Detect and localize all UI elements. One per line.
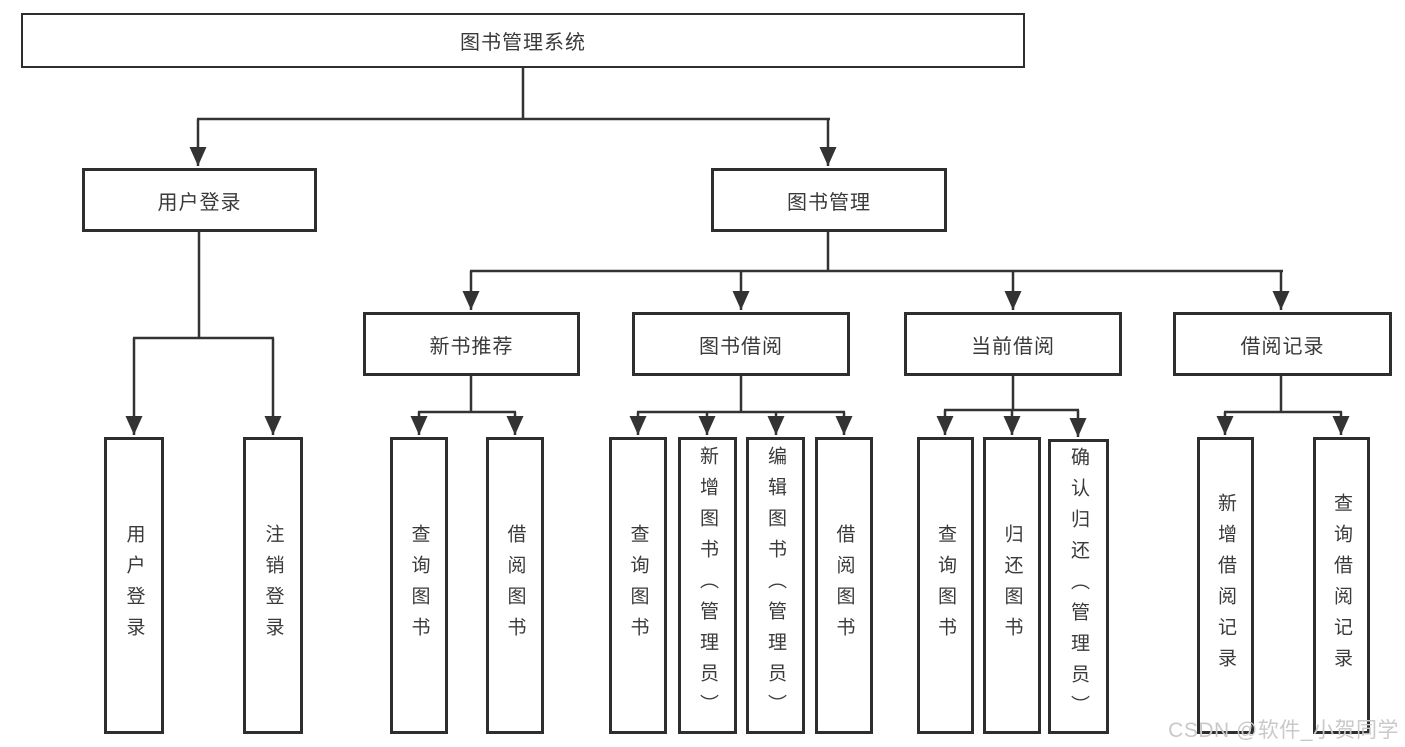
node-label: 新增图书（管理员） <box>697 446 718 725</box>
connector-root-to-level2 <box>189 66 837 166</box>
node-label: 图书管理 <box>787 191 871 214</box>
leaf-borrow-books: 借阅图书 <box>815 437 873 734</box>
node-label: 注销登录 <box>262 523 284 648</box>
node-label: 当前借阅 <box>971 335 1055 358</box>
node-label: 借阅图书 <box>504 523 526 648</box>
leaf-logout: 注销登录 <box>243 437 303 734</box>
node-current-borrowing: 当前借阅 <box>904 312 1122 376</box>
connector-new-book-recommend-to-leaves <box>410 374 524 435</box>
node-label: 编辑图书（管理员） <box>765 446 786 725</box>
leaf-query-borrow-record: 查询借阅记录 <box>1313 437 1370 734</box>
node-label: 查询图书 <box>408 523 430 648</box>
node-label: 查询借阅记录 <box>1331 492 1352 679</box>
leaf-query-books-current: 查询图书 <box>917 437 974 734</box>
leaf-borrow-books-recommend: 借阅图书 <box>486 437 544 734</box>
leaf-query-books-borrow: 查询图书 <box>609 437 667 734</box>
node-book-management: 图书管理 <box>711 168 947 232</box>
leaf-return-books: 归还图书 <box>983 437 1041 734</box>
connector-current-borrowing-to-leaves <box>936 374 1087 437</box>
node-label: 确认归还（管理员） <box>1068 447 1089 726</box>
leaf-user-login: 用户登录 <box>104 437 164 734</box>
node-label: 用户登录 <box>157 191 242 214</box>
leaf-add-books-admin: 新增图书（管理员） <box>678 437 737 734</box>
node-label: 图书管理系统 <box>460 32 586 54</box>
node-label: 新书推荐 <box>429 335 514 358</box>
node-new-book-recommend: 新书推荐 <box>363 312 580 376</box>
leaf-confirm-return-admin: 确认归还（管理员） <box>1048 439 1109 734</box>
node-label: 新增借阅记录 <box>1215 492 1236 679</box>
node-borrowing-records: 借阅记录 <box>1173 312 1392 376</box>
node-label: 借阅记录 <box>1240 335 1325 358</box>
node-label: 查询图书 <box>627 523 649 648</box>
leaf-edit-books-admin: 编辑图书（管理员） <box>746 437 805 734</box>
csdn-watermark: CSDN @软件_小贺同学 <box>1168 719 1399 742</box>
connector-user-login-to-leaves <box>125 230 282 435</box>
node-label: 查询图书 <box>935 523 956 648</box>
node-book-borrowing: 图书借阅 <box>632 312 850 376</box>
node-label: 用户登录 <box>123 523 145 648</box>
connector-borrowing-records-to-leaves <box>1216 374 1350 435</box>
node-user-login: 用户登录 <box>82 168 317 232</box>
leaf-add-borrow-record: 新增借阅记录 <box>1197 437 1254 734</box>
node-library-system: 图书管理系统 <box>21 13 1025 68</box>
leaf-query-books-recommend: 查询图书 <box>390 437 448 734</box>
connector-book-management-to-level3 <box>462 230 1290 310</box>
node-label: 图书借阅 <box>699 335 783 358</box>
node-label: 借阅图书 <box>833 523 855 648</box>
node-label: 归还图书 <box>1001 523 1023 648</box>
connector-book-borrowing-to-leaves <box>629 374 853 435</box>
